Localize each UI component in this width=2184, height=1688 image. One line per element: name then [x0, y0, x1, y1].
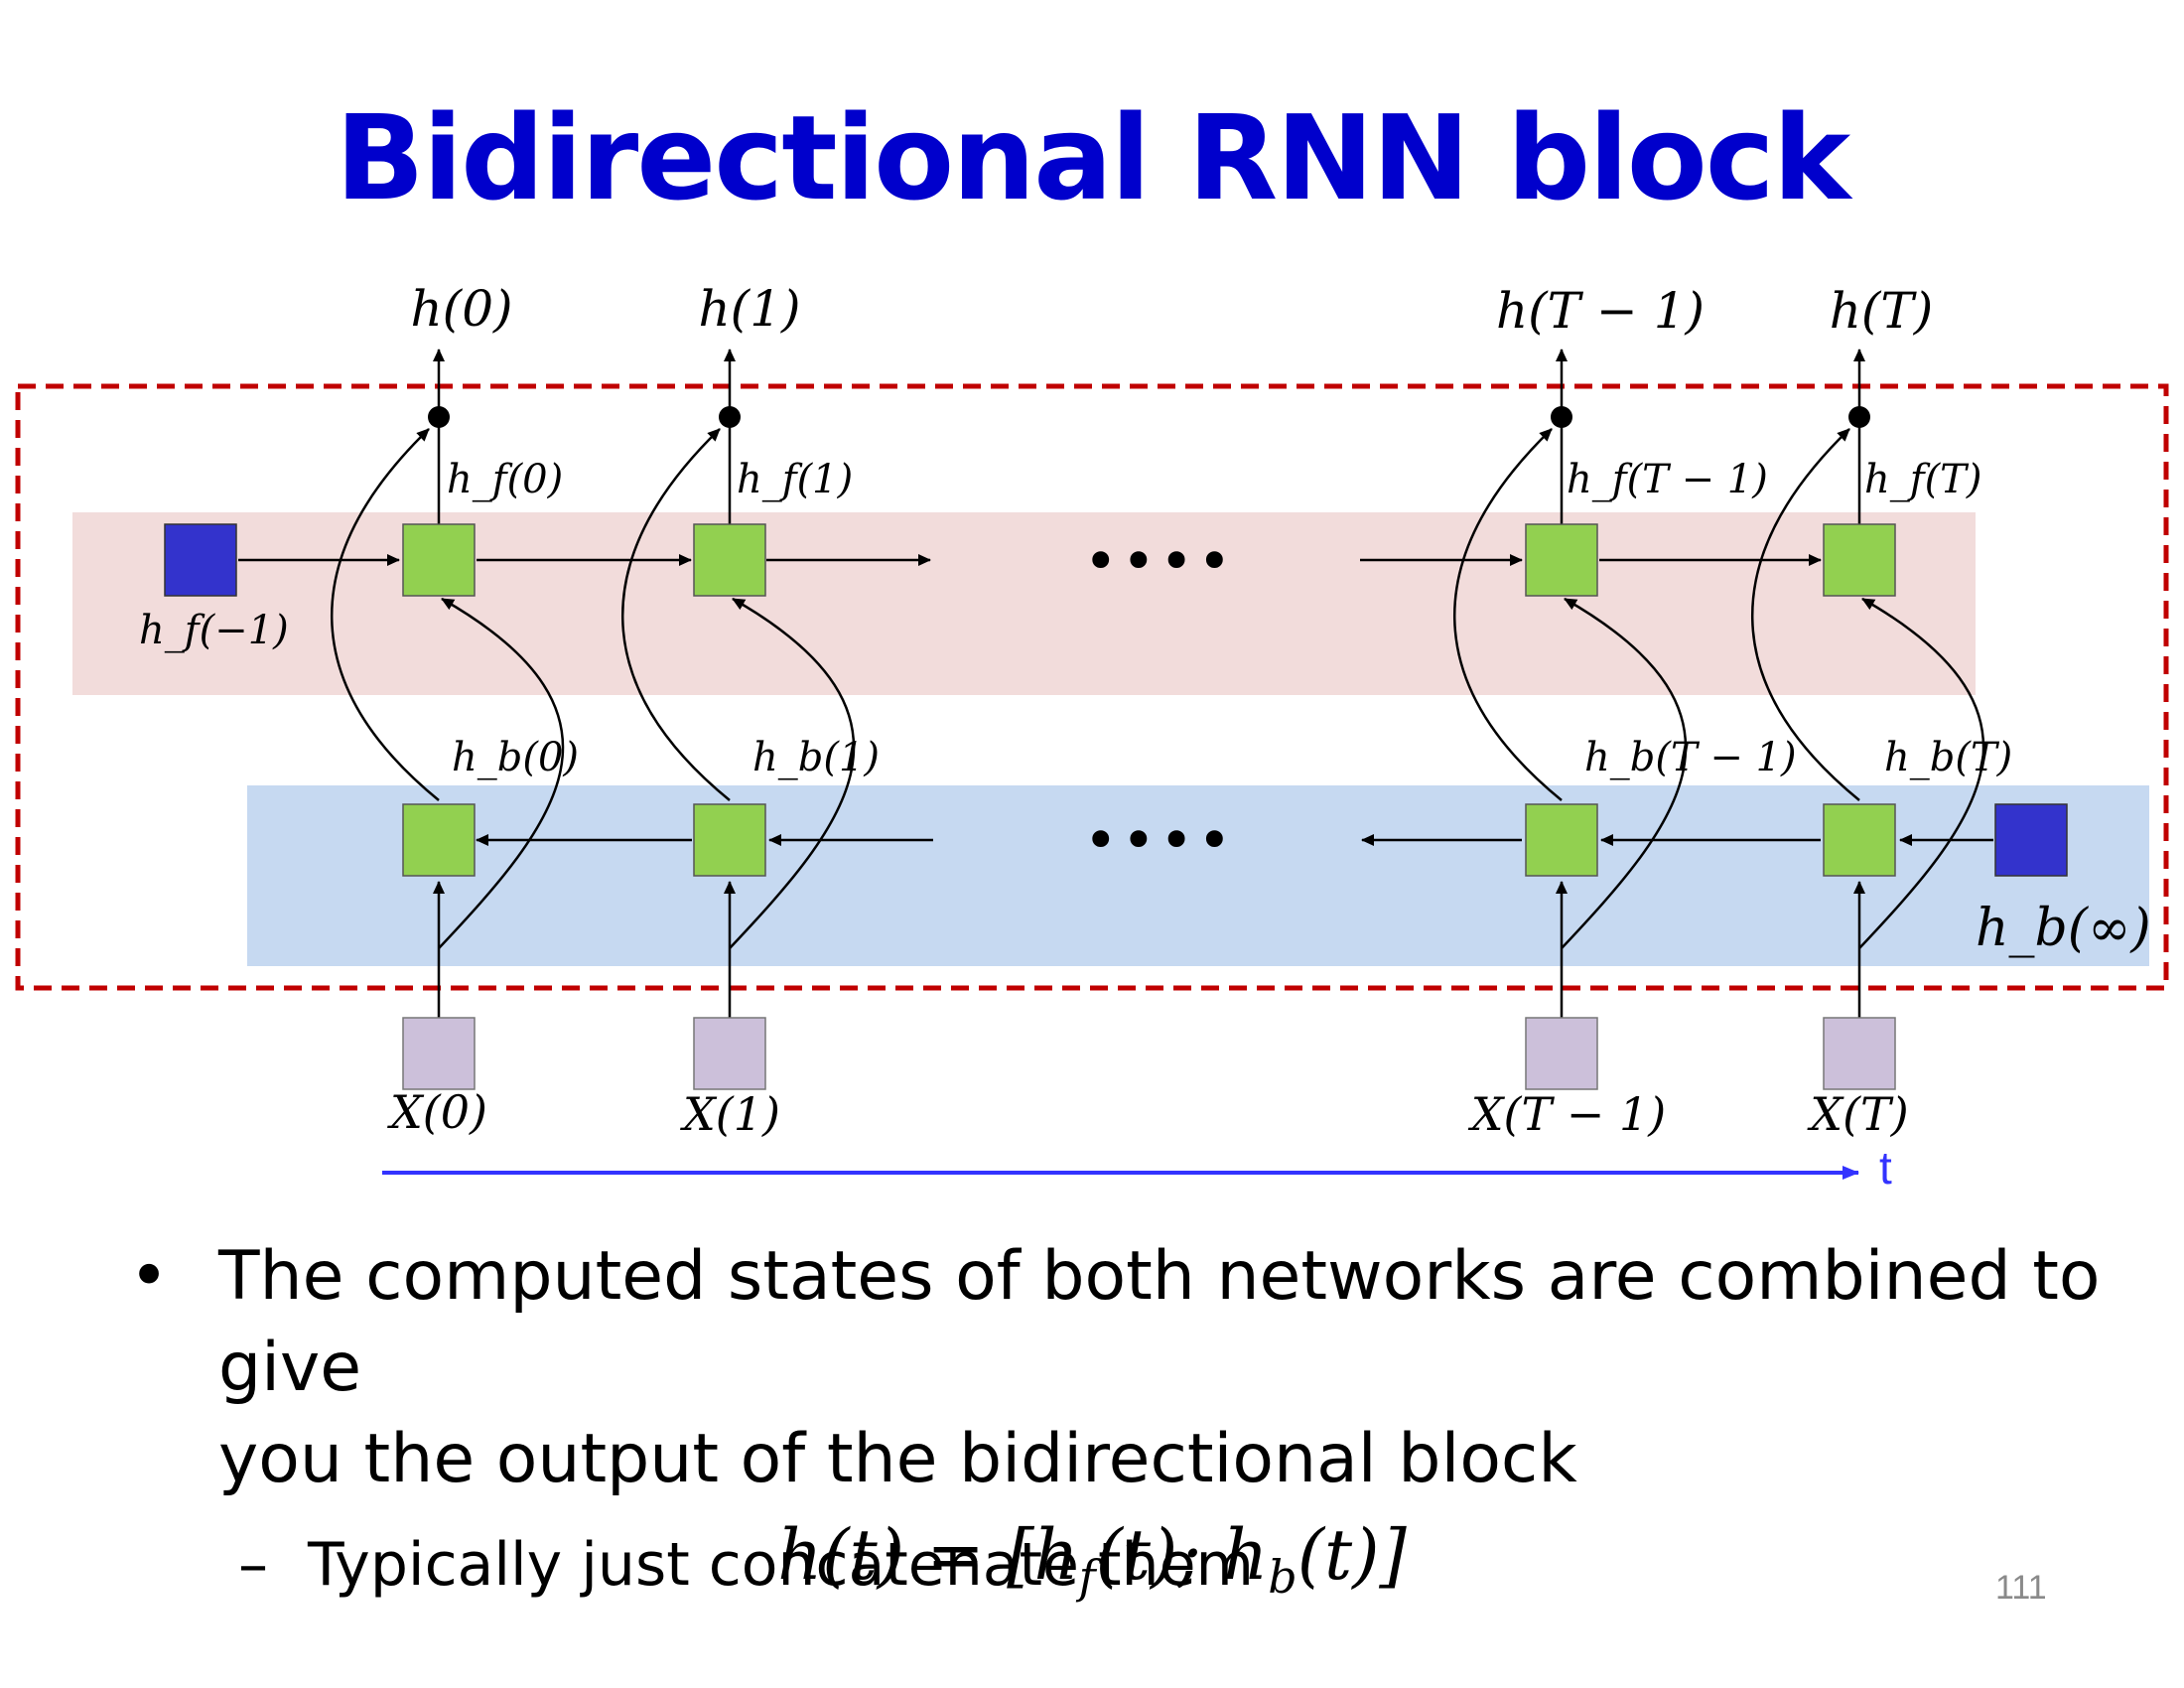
forward-cell — [1525, 523, 1598, 597]
forward-initial-label: h_f(−1) — [139, 608, 289, 653]
bullet-item: • The computed states of both networks a… — [129, 1231, 2115, 1505]
forward-band — [72, 512, 1976, 695]
formula-hf: h — [1033, 1514, 1079, 1596]
backward-initial-state — [1994, 803, 2068, 877]
formula-hb: h — [1223, 1514, 1269, 1596]
formula-hf-sub: f — [1078, 1550, 1096, 1604]
backward-cell — [693, 803, 766, 877]
slide-title: Bidirectional RNN block — [335, 89, 1850, 226]
output-label: h(T) — [1830, 282, 1934, 340]
input-box — [693, 1017, 766, 1090]
input-box — [1823, 1017, 1896, 1090]
backward-cells — [402, 803, 1896, 877]
backward-cell — [1823, 803, 1896, 877]
combine-node — [719, 406, 741, 428]
backward-state-label: h_b(T − 1) — [1584, 735, 1797, 780]
backward-state-label: h_b(T) — [1884, 735, 2012, 780]
time-label: t — [1879, 1142, 1892, 1194]
forward-cell — [1823, 523, 1896, 597]
forward-initial-state — [164, 523, 237, 597]
input-label: X(T) — [1807, 1087, 1908, 1141]
combine-node — [1551, 406, 1572, 428]
input-label: X(1) — [680, 1087, 780, 1141]
sub-bullet-item: – Typically just concatenate them — [129, 1525, 2115, 1605]
bullet-text-line: The computed states of both networks are… — [218, 1237, 2101, 1407]
forward-ellipsis: •••• — [1084, 527, 1236, 595]
backward-cell — [402, 803, 476, 877]
input-label: X(T − 1) — [1468, 1087, 1666, 1141]
formula-lhs: h(t) = [ — [777, 1514, 1034, 1596]
page-number: 111 — [1995, 1569, 2047, 1607]
cross-connections — [331, 428, 1985, 949]
bullet-dot: • — [129, 1237, 170, 1316]
backward-ellipsis: •••• — [1084, 806, 1236, 874]
sub-bullet-dash: – — [238, 1530, 268, 1600]
backward-cell — [1525, 803, 1598, 877]
combine-node — [428, 406, 450, 428]
forward-cell — [402, 523, 476, 597]
bullet-list: • The computed states of both networks a… — [129, 1231, 2115, 1605]
backward-state-label: h_b(1) — [752, 735, 880, 780]
vertical-connections — [433, 349, 1865, 1018]
forward-state-label: h_f(T) — [1864, 457, 1981, 502]
output-label: h(T − 1) — [1496, 282, 1705, 340]
forward-state-label: h_f(0) — [447, 457, 563, 502]
formula-mid: (t); — [1095, 1514, 1224, 1596]
input-boxes — [402, 1017, 1896, 1090]
concatenation-formula: h(t) = [hf(t); hb(t)] — [0, 1514, 2184, 1604]
input-box — [402, 1017, 476, 1090]
block-boundary — [15, 383, 2169, 991]
formula-rhs: (t)] — [1297, 1514, 1407, 1596]
output-label: h(1) — [698, 280, 800, 338]
forward-state-label: h_f(T − 1) — [1567, 457, 1768, 502]
formula-hb-sub: b — [1268, 1550, 1297, 1604]
sub-bullet-text: Typically just concatenate them — [308, 1530, 1254, 1600]
bullet-text-line: you the output of the bidirectional bloc… — [218, 1420, 1577, 1498]
input-label: X(0) — [387, 1085, 487, 1139]
combine-nodes — [428, 406, 1870, 428]
forward-cell — [693, 523, 766, 597]
input-box — [1525, 1017, 1598, 1090]
combine-node — [1848, 406, 1870, 428]
backward-state-label: h_b(0) — [452, 735, 579, 780]
forward-state-label: h_f(1) — [737, 457, 853, 502]
output-label: h(0) — [410, 280, 512, 338]
forward-cells — [402, 523, 1896, 597]
backward-initial-label: h_b(∞) — [1976, 899, 2151, 958]
